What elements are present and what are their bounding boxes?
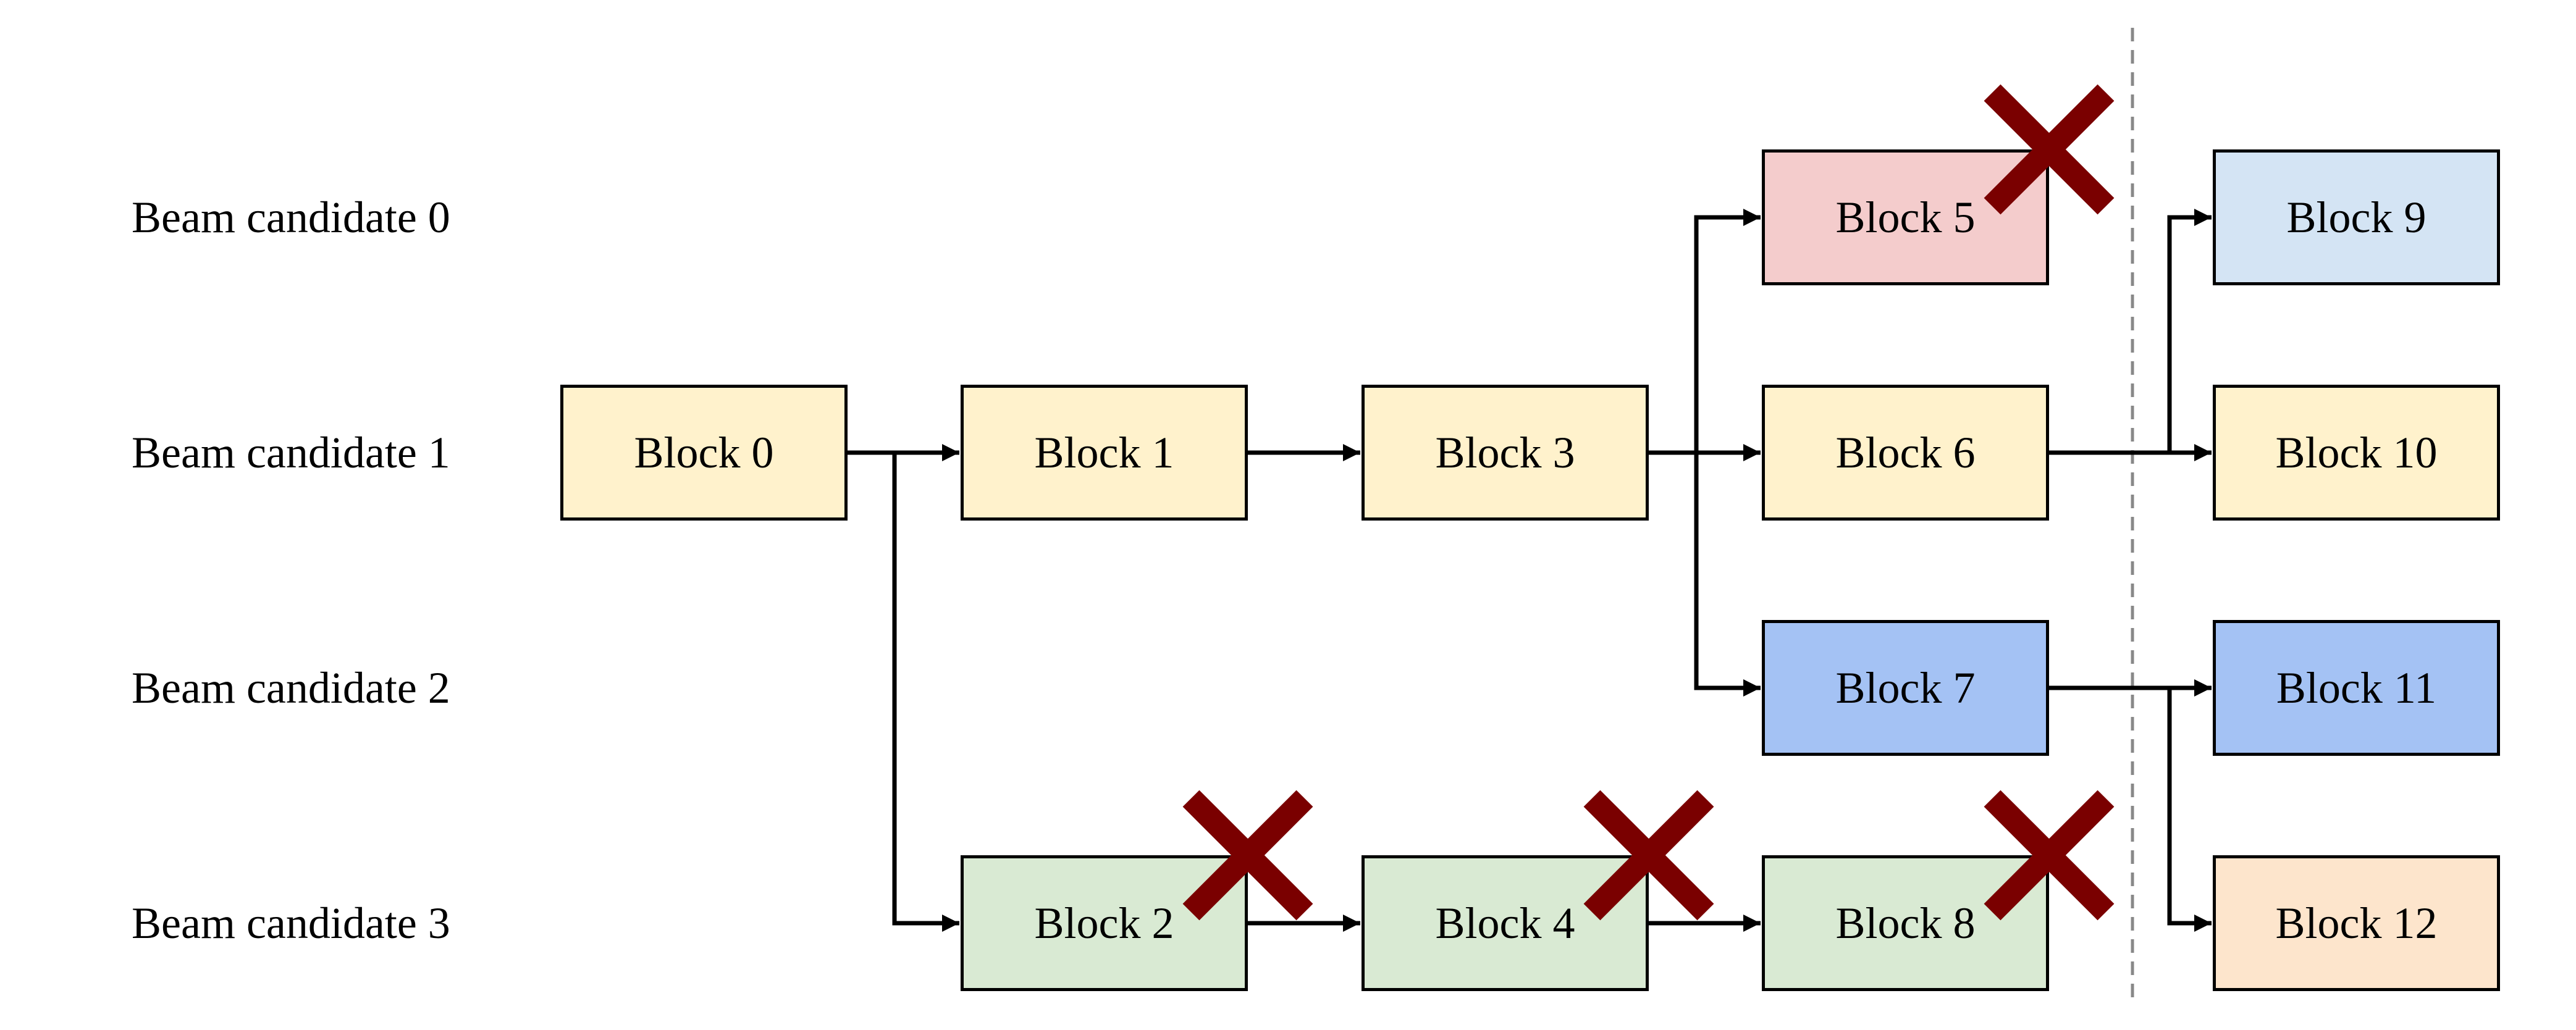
block-5: Block 5 (1762, 149, 2049, 285)
block-7: Block 7 (1762, 620, 2049, 756)
reject-x-icon-8 (1984, 790, 2115, 921)
reject-x-icon-2 (1182, 790, 1313, 921)
row-label-1: Beam candidate 1 (132, 428, 450, 477)
reject-x-icon-4 (1583, 790, 1714, 921)
block-11: Block 11 (2213, 620, 2500, 756)
block-12: Block 12 (2213, 855, 2500, 991)
block-3: Block 3 (1362, 385, 1649, 521)
edge-0-2 (848, 450, 959, 932)
block-4: Block 4 (1362, 855, 1649, 991)
block-9: Block 9 (2213, 149, 2500, 285)
block-1: Block 1 (961, 385, 1248, 521)
reject-x-icon-5 (1984, 84, 2115, 215)
row-label-0: Beam candidate 0 (132, 193, 450, 242)
block-6: Block 6 (1762, 385, 2049, 521)
row-label-3: Beam candidate 3 (132, 898, 450, 948)
edge-3-7 (1649, 450, 1761, 697)
block-2: Block 2 (961, 855, 1248, 991)
edge-7-12 (2049, 685, 2212, 932)
block-10: Block 10 (2213, 385, 2500, 521)
block-8: Block 8 (1762, 855, 2049, 991)
row-label-2: Beam candidate 2 (132, 663, 450, 713)
block-0: Block 0 (560, 385, 848, 521)
